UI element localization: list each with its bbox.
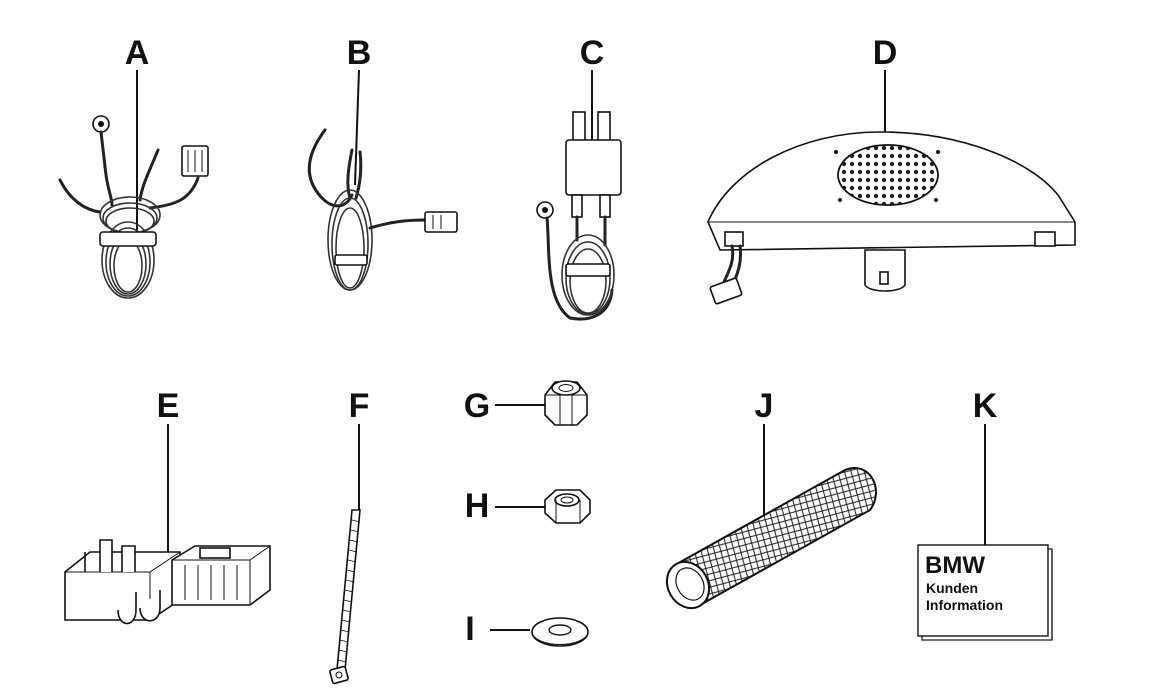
part-i: I: [465, 610, 589, 648]
relay-adapter-icon: [536, 111, 622, 321]
part-k: K BMW Kunden Information: [917, 387, 1053, 641]
lock-nut-icon: [544, 380, 588, 426]
washer-icon: [531, 617, 589, 647]
label-a: A: [125, 34, 150, 72]
label-g: G: [464, 387, 490, 425]
label-b: B: [347, 34, 372, 72]
label-j: J: [755, 387, 774, 425]
part-b: B: [307, 34, 458, 291]
part-a: A: [58, 34, 209, 299]
label-c: C: [580, 34, 605, 72]
speaker-housing-icon: [707, 131, 1076, 305]
hex-nut-icon: [544, 489, 591, 524]
ground-wire-harness-icon: [58, 115, 209, 299]
part-e: E: [64, 387, 271, 625]
booklet-brand: BMW: [925, 552, 985, 579]
part-j: J: [665, 387, 877, 610]
booklet-line2: Information: [926, 597, 1003, 613]
connector-housing-icon: [64, 539, 271, 625]
part-d: D: [707, 34, 1076, 305]
label-e: E: [157, 387, 180, 425]
booklet-line1: Kunden: [926, 580, 978, 596]
label-d: D: [873, 34, 898, 72]
label-k: K: [973, 387, 998, 425]
fabric-sleeve-icon: [665, 467, 877, 610]
connector-cable-icon: [307, 128, 458, 291]
cable-tie-icon: [329, 509, 361, 685]
part-g: G: [464, 380, 588, 426]
label-h: H: [465, 487, 490, 525]
part-c: C: [536, 34, 622, 321]
booklet-icon: BMW Kunden Information: [917, 544, 1053, 641]
part-h: H: [465, 487, 591, 525]
label-f: F: [349, 387, 370, 425]
label-i: I: [465, 610, 474, 648]
part-f: F: [329, 387, 370, 685]
